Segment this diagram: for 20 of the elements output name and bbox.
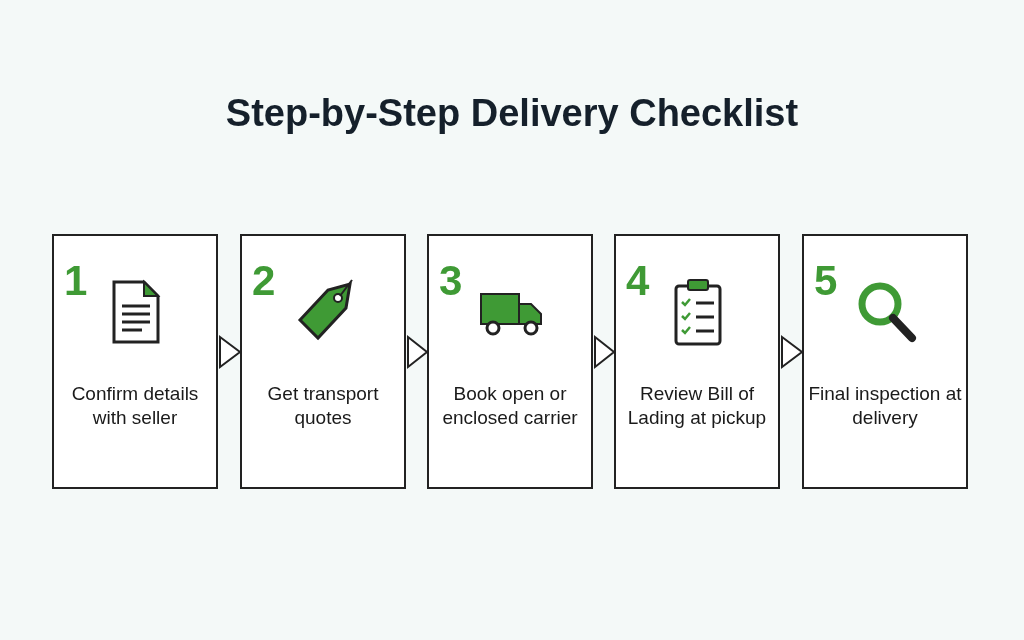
step-card [802,234,968,489]
step-card [614,234,780,489]
step-card [52,234,218,489]
step-card [427,234,593,489]
step-card [240,234,406,489]
chevron-arrow [781,335,804,369]
step-label: Final inspection at delivery [808,382,962,430]
step-label: Review Bill of Lading at pickup [626,382,768,430]
step-number: 1 [64,260,88,302]
chevron-arrow [594,334,616,370]
step-number: 2 [252,260,276,302]
step-number: 5 [814,260,838,302]
chevron-arrow [219,335,242,369]
chevron-arrow [407,334,429,370]
step-number: 3 [439,260,463,302]
step-number: 4 [626,260,650,302]
step-label: Get transport quotes [266,382,380,430]
title: Step-by-Step Delivery Checklist [224,92,800,135]
step-label: Confirm details with seller [70,382,200,430]
step-label: Book open or enclosed carrier [441,382,579,430]
